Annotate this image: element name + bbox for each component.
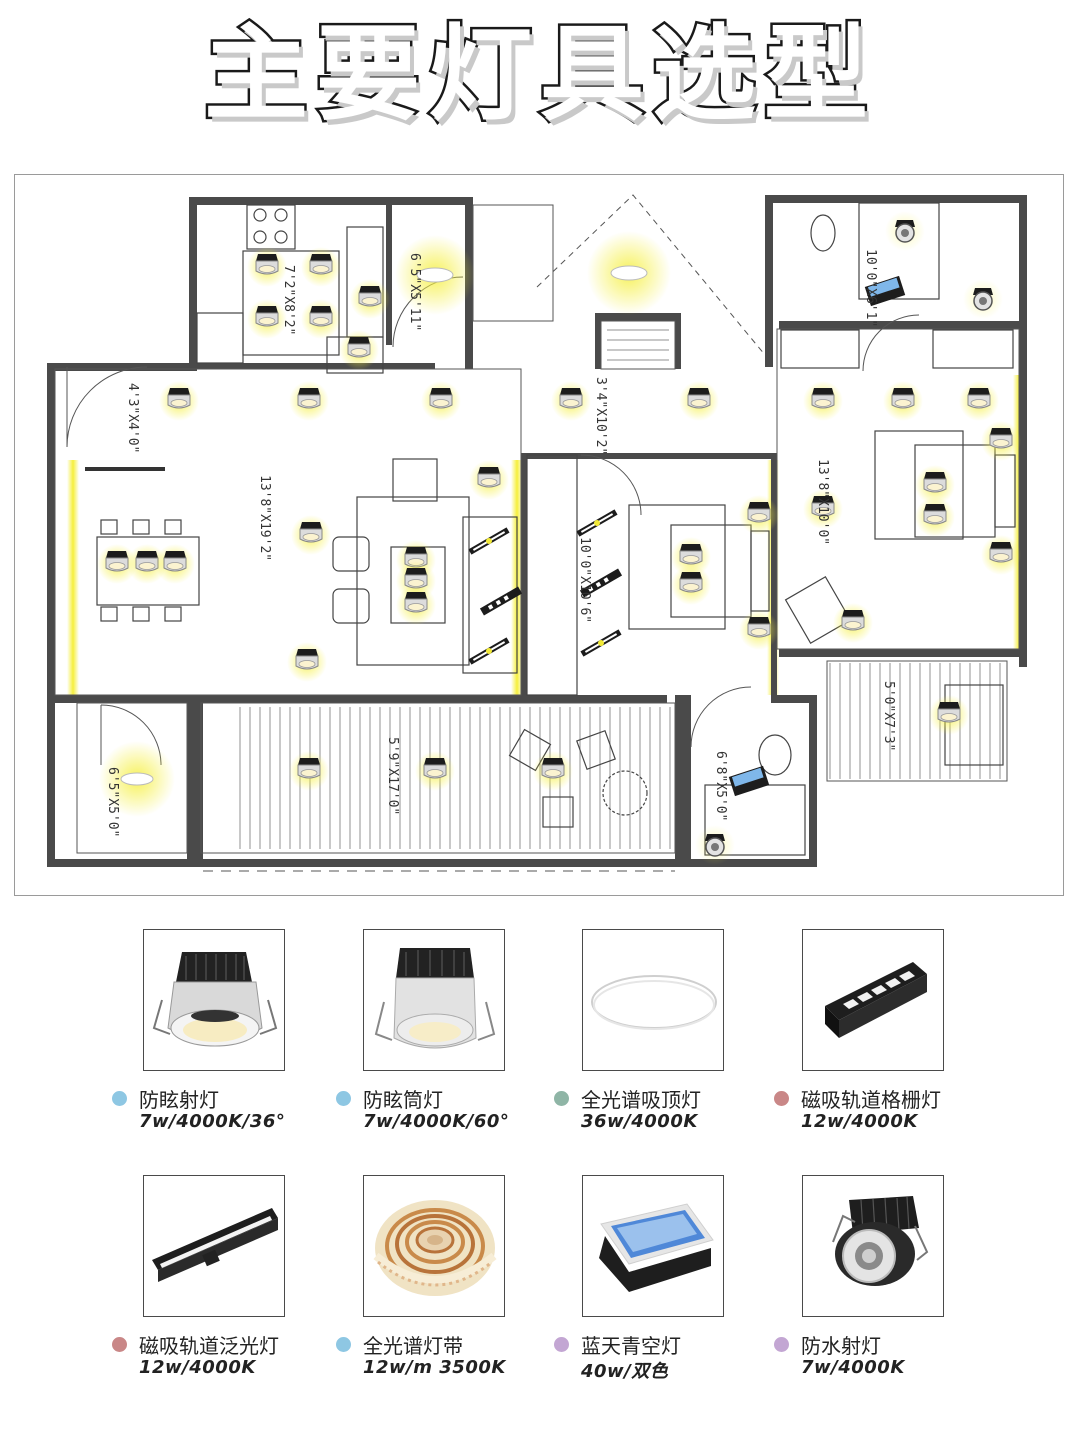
color-dot — [774, 1090, 789, 1106]
color-dot — [336, 1090, 351, 1106]
page-title: 主要灯具选型 — [201, 12, 876, 137]
blue-sky-panel-icon — [599, 1203, 714, 1292]
fixture-name: 蓝天青空灯 — [581, 1333, 681, 1358]
fixture-spec: 12w/4000K — [139, 1357, 256, 1378]
fixture-name: 全光谱吸顶灯 — [581, 1087, 701, 1112]
anti-glare-downlight-icon — [374, 948, 496, 1049]
dimension-label: 5'0"X7'3" — [881, 681, 896, 751]
dimension-label: 10'0"X10'6" — [577, 537, 592, 623]
fixture-label: 防眩射灯 7w/4000K/36° — [112, 1085, 285, 1132]
ceiling-light-icon — [591, 975, 717, 1030]
fixture-name: 防水射灯 — [801, 1333, 881, 1358]
anti-glare-spotlight-icon — [152, 952, 278, 1047]
fixture-card — [363, 1175, 505, 1317]
fixture-spec: 7w/4000K/60° — [363, 1111, 510, 1132]
color-dot — [112, 1336, 127, 1352]
fixture-name: 防眩射灯 — [139, 1087, 219, 1112]
fixture-card — [582, 929, 724, 1071]
fixture-label: 全光谱吸顶灯 36w/4000K — [554, 1085, 701, 1132]
dimension-label: 13'8"X19'2" — [257, 475, 272, 561]
fixture-card — [143, 929, 285, 1071]
color-dot — [554, 1090, 569, 1106]
fixture-label: 全光谱灯带 12w/m 3500K — [336, 1331, 506, 1378]
fixture-card — [143, 1175, 285, 1317]
led-strip-icon — [373, 1200, 497, 1296]
color-dot — [336, 1336, 351, 1352]
fixture-card — [802, 929, 944, 1071]
color-dot — [774, 1336, 789, 1352]
fixture-label: 磁吸轨道泛光灯 12w/4000K — [112, 1331, 279, 1378]
fixture-name: 防眩筒灯 — [363, 1087, 443, 1112]
waterproof-spotlight-icon — [832, 1196, 929, 1286]
dimension-label: 3'4"X10'2" — [593, 377, 608, 455]
color-dot — [112, 1090, 127, 1106]
dimension-label: 4'3"X4'0" — [125, 383, 140, 453]
magnetic-grille-light-icon — [825, 962, 927, 1038]
color-dot — [554, 1336, 569, 1352]
fixture-spec: 7w/4000K — [801, 1357, 905, 1378]
fixture-card — [582, 1175, 724, 1317]
light-strip — [67, 460, 79, 695]
dimension-label: 5'9"X17'0" — [385, 737, 400, 815]
floor-plan: 7'2"X8'2" 6'5"X5'11" 10'0"X6'1" 4'3"X4'0… — [14, 174, 1064, 896]
fixture-name: 磁吸轨道泛光灯 — [139, 1333, 279, 1358]
walls — [47, 195, 1027, 867]
dimension-label: 6'5"X5'0" — [105, 767, 120, 837]
fixture-spec: 7w/4000K/36° — [139, 1111, 286, 1132]
fixture-name: 磁吸轨道格栅灯 — [801, 1087, 941, 1112]
fixture-label: 磁吸轨道格栅灯 12w/4000K — [774, 1085, 941, 1132]
fixture-card — [802, 1175, 944, 1317]
fixture-name: 全光谱灯带 — [363, 1333, 463, 1358]
magnetic-flood-light-icon — [152, 1208, 278, 1282]
fixture-spec: 36w/4000K — [581, 1111, 698, 1132]
dimension-label: 10'0"X6'1" — [863, 249, 878, 327]
fixture-spec: 12w/m 3500K — [363, 1357, 506, 1378]
fixture-card — [363, 929, 505, 1071]
fixture-label: 蓝天青空灯 40w/双色 — [554, 1331, 681, 1383]
fixture-label: 防眩筒灯 7w/4000K/60° — [336, 1085, 509, 1132]
fixture-label: 防水射灯 7w/4000K — [774, 1331, 905, 1378]
fixture-spec: 40w/双色 — [581, 1361, 669, 1382]
dimension-label: 13'8"X10'0" — [815, 459, 830, 545]
fixture-spec: 12w/4000K — [801, 1111, 918, 1132]
dimension-label: 6'5"X5'11" — [407, 253, 422, 331]
dimension-label: 6'8"X5'0" — [713, 751, 728, 821]
dimension-label: 7'2"X8'2" — [281, 265, 296, 335]
